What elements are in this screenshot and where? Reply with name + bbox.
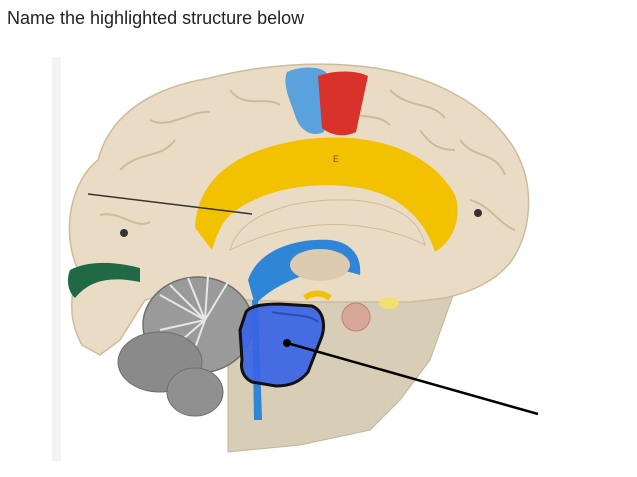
mounting-hole-right [474,209,482,217]
optic-chiasm [303,290,332,301]
mounting-hole-left [120,229,128,237]
pons-contour [271,311,319,323]
question-text: Name the highlighted structure below [7,8,305,28]
pituitary [341,302,371,332]
highlighted-structure-pons[interactable] [238,302,326,388]
gyri-texture [99,89,516,231]
cingulate-gyrus [195,137,458,252]
thalamus [290,249,350,281]
section-cut-line [87,193,253,215]
marker-label-e: E [333,154,339,164]
pointer-line [286,341,539,416]
blue-gyrus [285,67,326,135]
cerebellar-tonsil [166,367,224,417]
fornix [229,199,426,251]
pointer-dot [283,339,291,347]
calcarine-sulcus-region [67,262,140,298]
photo-backdrop-edge [52,57,61,461]
mammillary-body [379,297,399,309]
red-gyrus [318,71,368,136]
